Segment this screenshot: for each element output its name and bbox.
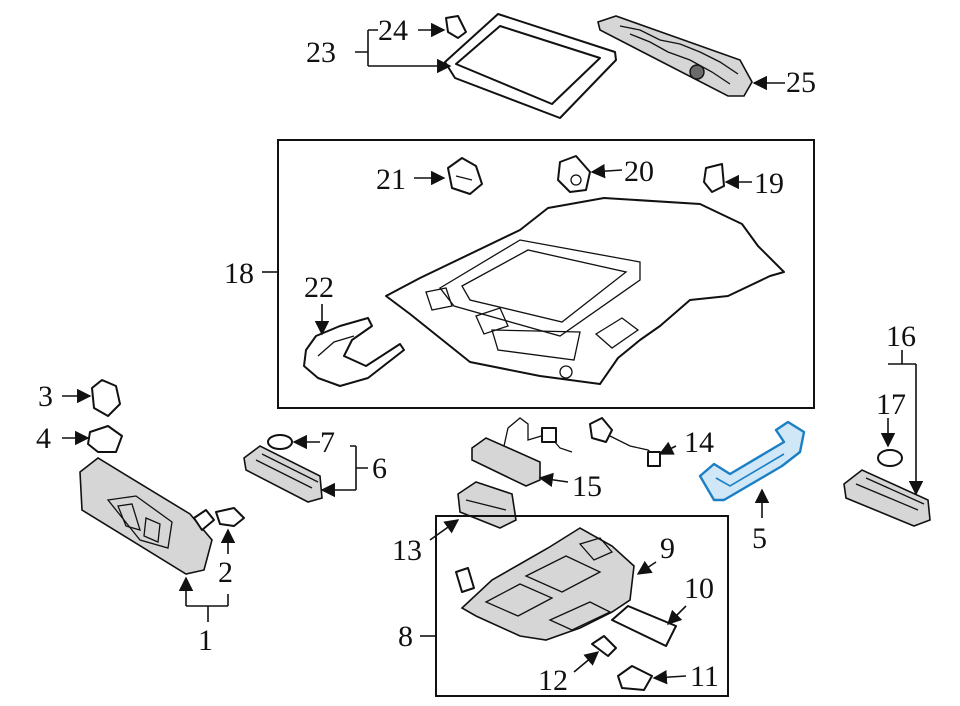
reading-lamp-part-6	[243, 445, 323, 503]
callout-11: 11	[690, 660, 719, 693]
console-clip	[455, 567, 475, 593]
callout-14: 14	[684, 426, 714, 459]
callout-23: 23	[306, 36, 336, 69]
callout-6-7-leaders	[292, 434, 368, 490]
callout-24: 24	[378, 14, 408, 47]
callout-16: 16	[886, 320, 916, 353]
callout-13-15-leaders	[429, 441, 677, 541]
wiring-harness-part-15	[471, 417, 573, 487]
callout-1: 1	[198, 624, 213, 657]
callout-5: 5	[752, 522, 767, 555]
callout-6: 6	[372, 452, 387, 485]
bracket-part-20	[557, 155, 591, 193]
callout-18-group-leaders	[314, 163, 752, 336]
visor-cap-part-4	[87, 425, 123, 453]
callout-1-4-leaders	[62, 388, 236, 622]
callout-8: 8	[398, 620, 413, 653]
switch-part-13	[457, 481, 517, 529]
callout-18: 18	[224, 257, 254, 290]
headliner-part-18	[385, 197, 785, 385]
cover-part-11	[617, 665, 653, 691]
callout-8-group-leaders	[573, 560, 687, 685]
callout-22: 22	[304, 271, 334, 304]
callout-9: 9	[660, 532, 675, 565]
visor-clip-part-21	[447, 157, 483, 195]
callout-13: 13	[392, 534, 422, 567]
seal-clip-part-24	[445, 15, 467, 39]
callout-2: 2	[218, 556, 233, 589]
dome-lamp-part-16	[843, 469, 931, 527]
callout-3: 3	[38, 380, 53, 413]
wiring-harness-part-14	[589, 417, 661, 467]
callout-12: 12	[538, 664, 568, 697]
callout-15: 15	[572, 470, 602, 503]
headliner-group-box	[277, 139, 815, 409]
callout-10: 10	[684, 572, 714, 605]
callout-16-17-leaders	[880, 350, 916, 494]
lens-part-10	[611, 605, 677, 647]
callout-23-24-leaders	[355, 22, 785, 91]
lamp-bulb-part-7	[267, 434, 293, 450]
wiring-harness-part-22	[303, 317, 405, 387]
console-group-box	[435, 515, 729, 697]
sunroof-seal-part-23	[444, 13, 617, 119]
callout-17: 17	[876, 388, 906, 421]
clip-part-19	[703, 163, 725, 193]
sun-visor-part-1	[79, 457, 213, 575]
callout-21: 21	[376, 163, 406, 196]
overhead-console-part-9	[460, 527, 635, 641]
visor-hinge-part-3	[91, 379, 121, 417]
headliner-insulator-part-25	[597, 15, 753, 97]
bulb-part-12	[591, 635, 617, 657]
visor-clip-part-2	[193, 507, 245, 531]
callout-20: 20	[624, 155, 654, 188]
grab-handle-part-5[interactable]	[698, 420, 806, 502]
lamp-bulb-part-17	[877, 449, 903, 467]
callout-7: 7	[320, 426, 335, 459]
callout-25: 25	[786, 66, 816, 99]
callout-4: 4	[36, 422, 51, 455]
callout-19: 19	[754, 167, 784, 200]
